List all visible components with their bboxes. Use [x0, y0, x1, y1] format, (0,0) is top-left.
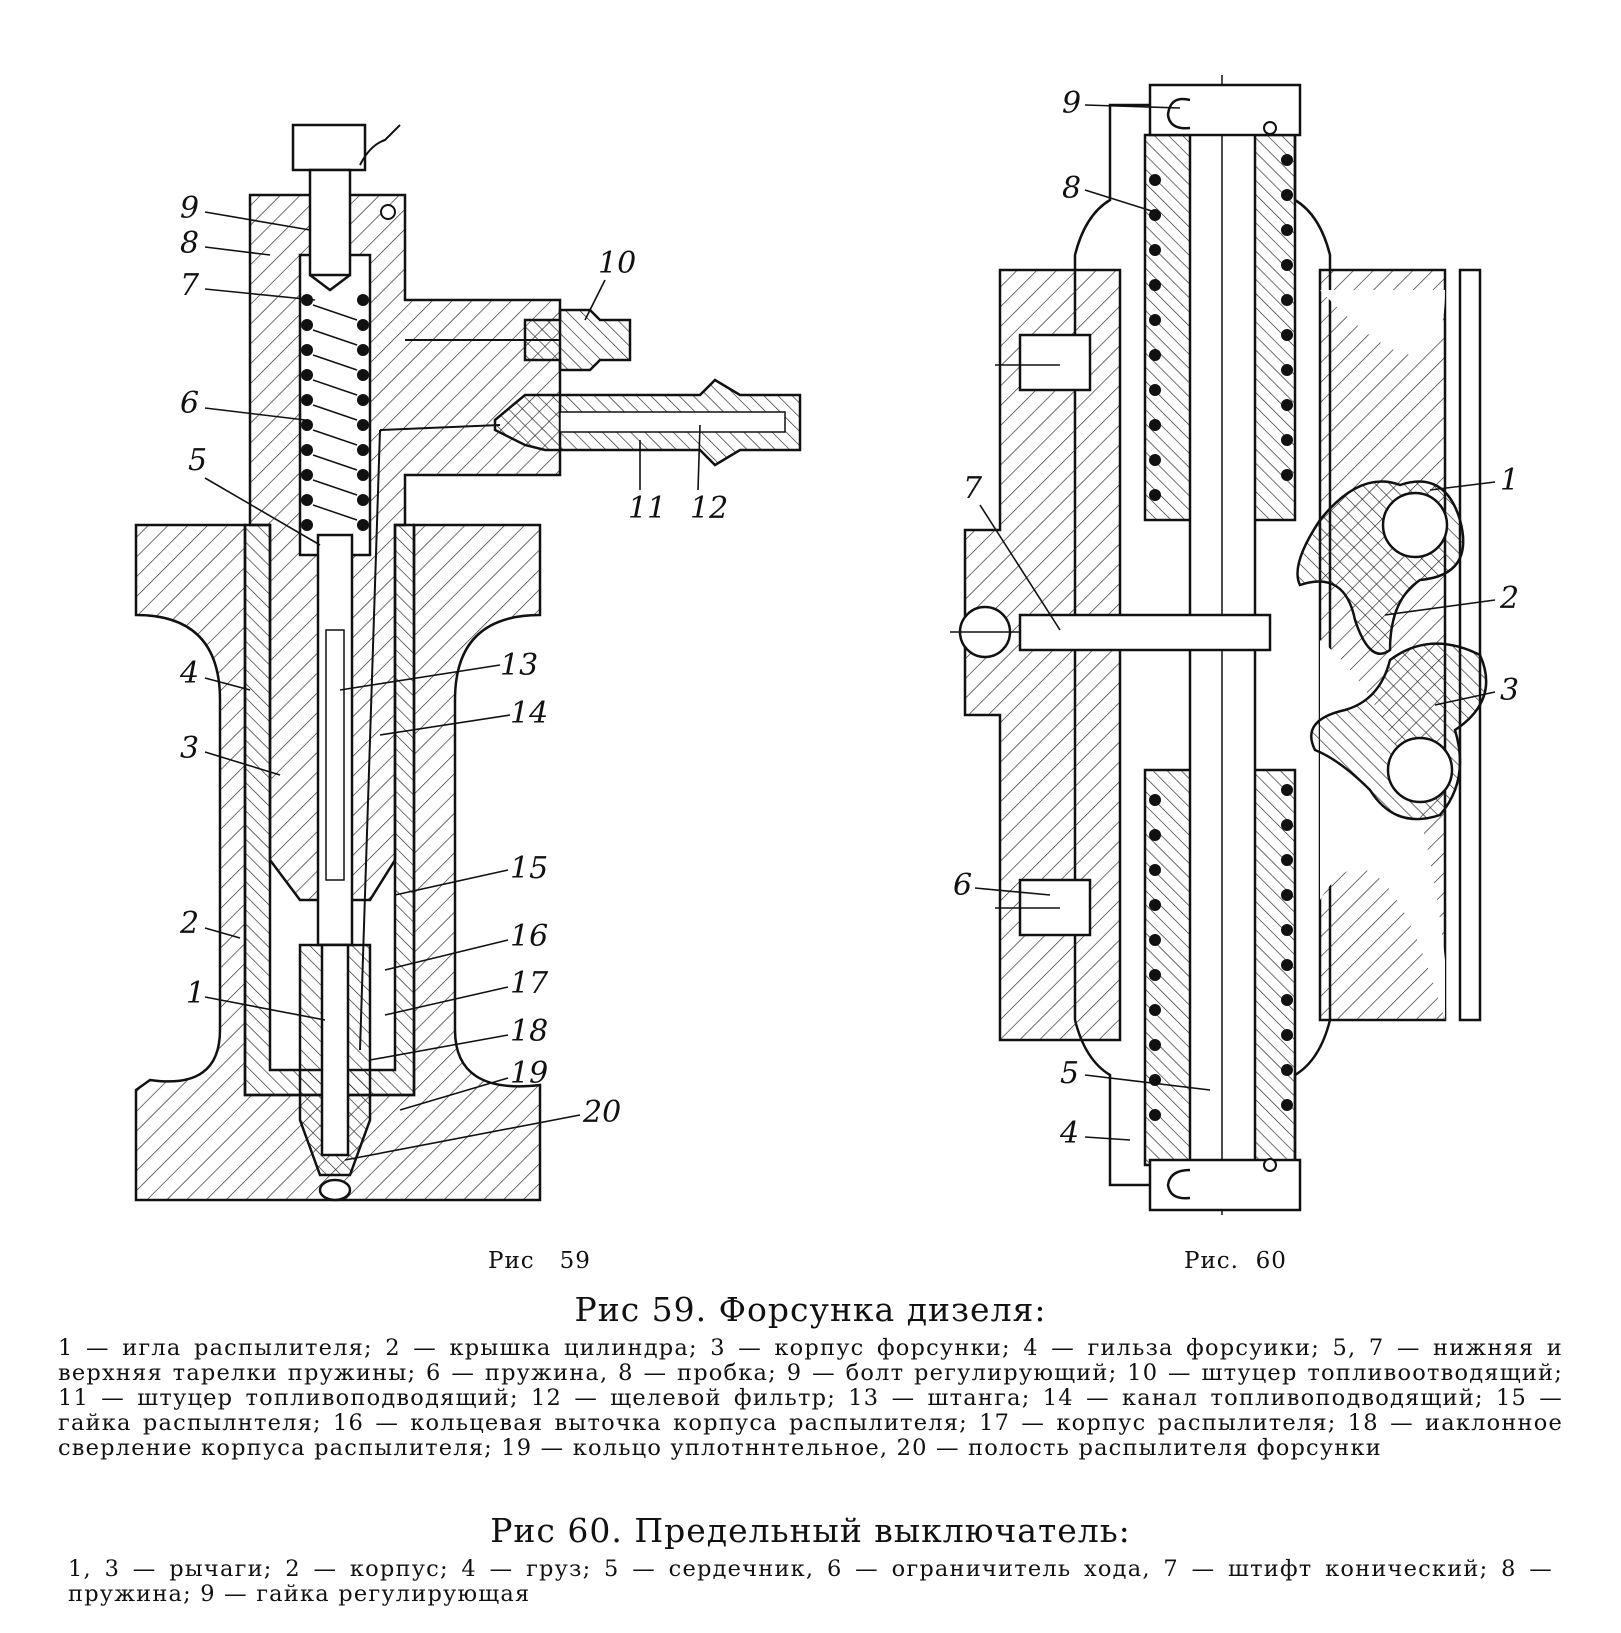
fitting-11 — [359, 378, 802, 1051]
fig59-labels: 9 8 7 6 5 4 3 2 1 10 11 12 13 14 15 16 1… — [179, 191, 728, 1161]
fig60-label-9: 9 — [1062, 86, 1081, 121]
fig59-label-16: 16 — [510, 919, 548, 954]
fig60-label-8: 8 — [1062, 171, 1081, 206]
fitting-10 — [405, 308, 632, 372]
fig60-caption: Рис. 60 — [1184, 1248, 1287, 1274]
fig60-label-7: 7 — [963, 471, 983, 506]
fig59-label-20: 20 — [582, 1095, 621, 1130]
fig59-label-4: 4 — [179, 656, 199, 691]
fig59-label-18: 18 — [510, 1014, 548, 1049]
fig59-label-17: 17 — [510, 966, 549, 1001]
fig60-title: Рис 60. Предельный выключатель: — [490, 1511, 1131, 1550]
cylinder-cover — [134, 523, 542, 1202]
fig59-caption: Рис 59 — [488, 1248, 591, 1274]
fig60-label-4: 4 — [1059, 1116, 1079, 1151]
fig60-labels: 9 8 7 6 5 4 1 2 3 — [953, 86, 1519, 1151]
fig60-label-2: 2 — [1499, 581, 1519, 616]
fig59-legend: 1 — игла распылителя; 2 — крышка цилиндр… — [58, 1335, 1563, 1461]
fig59-label-7: 7 — [180, 268, 200, 303]
fig59-label-6: 6 — [180, 386, 199, 421]
fig59-label-1: 1 — [186, 976, 205, 1011]
fig60-legend: 1, 3 — рычаги; 2 — корпус; 4 — груз; 5 —… — [68, 1556, 1553, 1607]
fig59-label-8: 8 — [180, 226, 199, 261]
fig60-label-6: 6 — [953, 868, 972, 903]
fig59-label-2: 2 — [179, 906, 199, 941]
fig59-label-19: 19 — [510, 1056, 548, 1091]
fig59-label-14: 14 — [510, 696, 548, 731]
fig59-label-13: 13 — [500, 648, 538, 683]
fig59-label-11: 11 — [628, 491, 666, 526]
fig59-label-10: 10 — [598, 246, 636, 281]
fig59-label-9: 9 — [180, 191, 199, 226]
fig60-label-5: 5 — [1060, 1056, 1079, 1091]
fig60-label-1: 1 — [1500, 463, 1519, 498]
fig59-label-5: 5 — [188, 443, 207, 478]
fig59-label-3: 3 — [180, 731, 199, 766]
technical-drawings: 9 8 7 6 5 4 3 2 1 10 11 12 13 14 15 16 1… — [134, 75, 1519, 1215]
fig59-label-12: 12 — [690, 491, 728, 526]
housing-left — [963, 268, 1122, 1042]
fig59-drawing — [134, 123, 802, 1202]
fig60-label-3: 3 — [1500, 673, 1519, 708]
fig59-label-15: 15 — [510, 851, 548, 886]
fig59-title: Рис 59. Форсунка дизеля: — [574, 1290, 1047, 1329]
fig60-drawing — [950, 75, 1488, 1215]
